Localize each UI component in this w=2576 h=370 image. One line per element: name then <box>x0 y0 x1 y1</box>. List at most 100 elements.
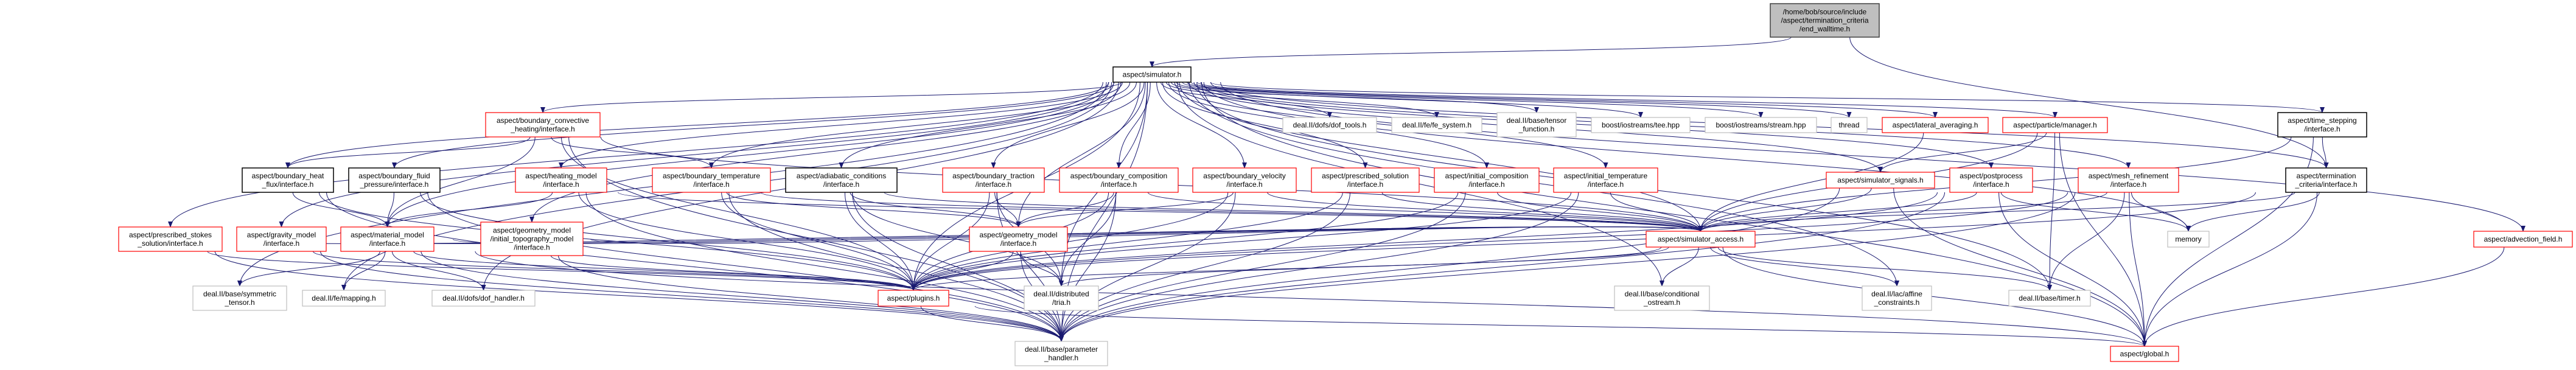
node-tria: deal.II/distributed/tria.h <box>1024 285 1099 311</box>
node-af[interactable]: aspect/advection_field.h <box>2473 231 2573 248</box>
node-box[interactable] <box>242 167 334 193</box>
node-box[interactable] <box>785 167 898 193</box>
edge-sim-to-thr <box>1186 82 1852 118</box>
edge-bch-to-bhf <box>285 136 531 169</box>
node-box[interactable] <box>1770 3 1880 38</box>
node-bc[interactable]: aspect/boundary_composition/interface.h <box>1059 167 1179 193</box>
node-box[interactable] <box>1311 167 1420 193</box>
node-pp[interactable]: aspect/postprocess/interface.h <box>1949 167 2033 193</box>
node-bfp[interactable]: aspect/boundary_fluid_pressure/interface… <box>348 167 441 193</box>
node-st: deal.II/base/symmetric_tensor.h <box>192 285 287 311</box>
node-label: /interface.h <box>1101 180 1137 189</box>
node-box <box>1862 285 1932 311</box>
edge-sa-to-co <box>1660 246 1699 287</box>
node-ew[interactable]: /home/bob/source/include/aspect/terminat… <box>1770 3 1880 38</box>
node-bv[interactable]: aspect/boundary_velocity/interface.h <box>1192 167 1297 193</box>
node-box[interactable] <box>1192 167 1297 193</box>
node-label: aspect/boundary_composition <box>1070 172 1167 180</box>
edge-hm-to-plg <box>578 192 916 291</box>
node-label: /interface.h <box>1588 180 1624 189</box>
node-box[interactable] <box>2002 117 2108 133</box>
node-label: _solution/interface.h <box>137 239 203 248</box>
node-box[interactable] <box>348 167 441 193</box>
node-sa[interactable]: aspect/simulator_access.h <box>1646 231 1756 248</box>
edge-sa-to-tmr <box>1717 246 2052 291</box>
edge-mm-to-st <box>237 251 380 287</box>
edge-ac-to-sa <box>884 192 1703 232</box>
edge-gm-to-ph <box>320 251 1064 342</box>
node-ts[interactable]: aspect/time_stepping/interface.h <box>2277 112 2367 138</box>
node-box[interactable] <box>2277 112 2367 138</box>
node-box[interactable] <box>1882 117 1989 133</box>
edge-bfp-to-plg <box>420 192 916 291</box>
node-box[interactable] <box>118 226 223 252</box>
node-pm[interactable]: aspect/particle/manager.h <box>2002 117 2108 133</box>
node-box[interactable] <box>1826 172 1935 189</box>
node-box[interactable] <box>1112 66 1192 83</box>
edge-plg-to-glb <box>974 305 2147 347</box>
node-box[interactable] <box>2078 167 2179 193</box>
node-box[interactable] <box>485 112 601 138</box>
node-box[interactable] <box>2285 167 2367 193</box>
edge-sim-to-co <box>1177 82 1664 287</box>
node-tc[interactable]: aspect/termination_criteria/interface.h <box>2285 167 2367 193</box>
node-gm[interactable]: aspect/gravity_model/interface.h <box>236 226 327 252</box>
node-box[interactable] <box>480 222 584 256</box>
node-pss[interactable]: aspect/prescribed_stokes_solution/interf… <box>118 226 223 252</box>
node-box[interactable] <box>515 167 607 193</box>
node-label: aspect/boundary_velocity <box>1203 172 1285 180</box>
node-label: aspect/simulator_signals.h <box>1837 176 1923 184</box>
edge-ac-to-tria <box>852 192 1064 287</box>
node-box[interactable] <box>1059 167 1179 193</box>
node-ps[interactable]: aspect/prescribed_solution/interface.h <box>1311 167 1420 193</box>
node-box[interactable] <box>236 226 327 252</box>
node-la[interactable]: aspect/lateral_averaging.h <box>1882 117 1989 133</box>
node-box[interactable] <box>942 167 1045 193</box>
nodes-layer: /home/bob/source/include/aspect/terminat… <box>118 3 2573 366</box>
node-label: memory <box>2175 235 2201 243</box>
node-hm[interactable]: aspect/heating_model/interface.h <box>515 167 607 193</box>
node-ss[interactable]: aspect/simulator_signals.h <box>1826 172 1935 189</box>
node-label: /interface.h <box>369 239 405 248</box>
node-mm[interactable]: aspect/material_model/interface.h <box>340 226 435 252</box>
node-mr[interactable]: aspect/mesh_refinement/interface.h <box>2078 167 2179 193</box>
node-box[interactable] <box>878 290 949 307</box>
node-label: /tria.h <box>1052 298 1070 307</box>
node-co: deal.II/base/conditional_ostream.h <box>1614 285 1710 311</box>
edge-ic-to-sa <box>1497 192 1703 232</box>
node-bt[interactable]: aspect/boundary_temperature/interface.h <box>652 167 771 193</box>
node-box[interactable] <box>969 226 1068 252</box>
node-box[interactable] <box>2473 231 2573 248</box>
edge-sim-to-bfp <box>392 82 1115 169</box>
node-box[interactable] <box>1949 167 2033 193</box>
node-glb[interactable]: aspect/global.h <box>2110 346 2179 362</box>
node-box[interactable] <box>1434 167 1540 193</box>
node-box[interactable] <box>340 226 435 252</box>
node-it[interactable]: aspect/initial_temperature/interface.h <box>1553 167 1658 193</box>
node-ac[interactable]: aspect/adiabatic_conditions/interface.h <box>785 167 898 193</box>
node-geo[interactable]: aspect/geometry_model/interface.h <box>969 226 1068 252</box>
node-label: aspect/boundary_traction <box>952 172 1035 180</box>
node-label: aspect/advection_field.h <box>2484 235 2563 243</box>
node-box[interactable] <box>2110 346 2179 362</box>
node-label: /interface.h <box>693 180 729 189</box>
edge-bch-to-bt <box>551 136 714 169</box>
node-itm[interactable]: aspect/geometry_model/initial_topography… <box>480 222 584 256</box>
node-btr[interactable]: aspect/boundary_traction/interface.h <box>942 167 1045 193</box>
node-ic[interactable]: aspect/initial_composition/interface.h <box>1434 167 1540 193</box>
node-box[interactable] <box>1646 231 1756 248</box>
node-label: deal.II/dofs/dof_tools.h <box>1293 121 1367 130</box>
node-map: deal.II/fe/mapping.h <box>302 290 386 307</box>
node-sim[interactable]: aspect/simulator.h <box>1112 66 1192 83</box>
node-label: aspect/initial_composition <box>1445 172 1529 180</box>
node-bhf[interactable]: aspect/boundary_heat_flux/interface.h <box>242 167 334 193</box>
node-plg[interactable]: aspect/plugins.h <box>878 290 949 307</box>
node-strm: boost/iostreams/stream.hpp <box>1705 117 1817 133</box>
node-box[interactable] <box>1553 167 1658 193</box>
node-box[interactable] <box>652 167 771 193</box>
node-label: aspect/geometry_model <box>979 231 1057 239</box>
edge-sim-to-bc <box>1116 82 1151 169</box>
node-bch[interactable]: aspect/boundary_convective_heating/inter… <box>485 112 601 138</box>
node-dt: deal.II/dofs/dof_tools.h <box>1282 117 1377 133</box>
node-label: aspect/boundary_temperature <box>663 172 760 180</box>
